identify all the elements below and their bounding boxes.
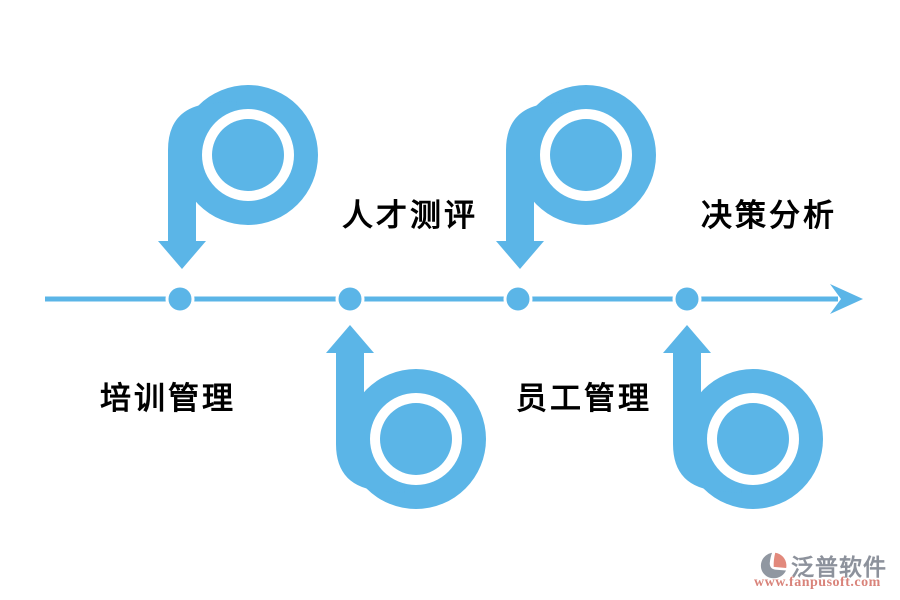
label-decision-analysis: 决策分析: [701, 198, 837, 233]
timeline-node-1: [165, 284, 195, 314]
fanpu-logo-icon: [760, 552, 787, 579]
timeline-arrowhead-icon: [830, 284, 863, 314]
timeline-node-3: [503, 284, 533, 314]
p-arrow-down-icon-2: [496, 85, 656, 269]
watermark: 泛普软件 www.fanpusoft.com: [752, 546, 900, 598]
p-arrow-down-icon-1: [158, 85, 318, 269]
watermark-website-text: www.fanpusoft.com: [754, 575, 881, 590]
timeline-node-2: [335, 284, 365, 314]
b-arrow-up-icon-1: [326, 325, 486, 509]
timeline-node-4: [672, 284, 702, 314]
label-employee-management: 员工管理: [516, 381, 652, 416]
label-talent-assessment: 人才测评: [342, 198, 478, 233]
watermark-brand-text: 泛普软件: [791, 554, 887, 580]
label-training-management: 培训管理: [100, 381, 236, 416]
